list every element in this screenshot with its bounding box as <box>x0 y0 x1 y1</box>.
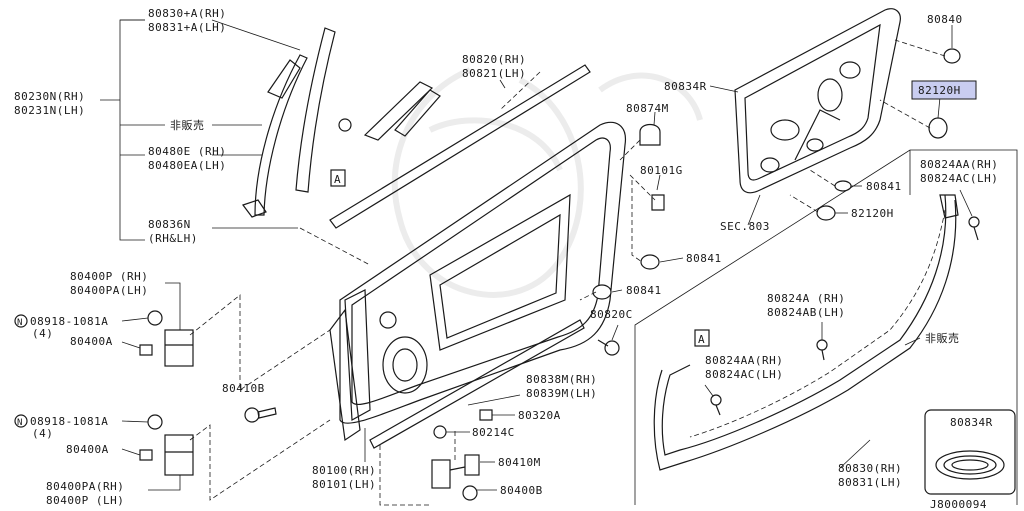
label-80824ac: 80824AC(LH) <box>920 172 998 185</box>
door-shell <box>329 121 627 442</box>
label-sec-803: SEC.803 <box>720 220 770 233</box>
middle-fasteners <box>433 123 665 439</box>
label-80400p-2: 80400P (LH) <box>46 494 124 507</box>
watermark-emblem <box>391 67 703 298</box>
label-80400a-1: 80400A <box>70 335 113 348</box>
label-80101g: 80101G <box>640 164 683 177</box>
n-circle-2 <box>14 414 28 428</box>
label-80100: 80100(RH) <box>312 464 376 477</box>
label-not-sold-2: 非販売 <box>925 332 960 345</box>
ref-box-a-1 <box>330 169 346 187</box>
highlighted-part-box <box>911 80 977 100</box>
label-80836: 80836N <box>148 218 191 231</box>
upper-hinge <box>139 310 194 367</box>
label-ref-a-1: A <box>334 173 341 186</box>
label-80841-b: 80841 <box>626 284 662 297</box>
label-ref-a-2: A <box>698 333 705 346</box>
label-80840: 80840 <box>927 13 963 26</box>
label-80820c: 80820C <box>590 308 633 321</box>
label-08918-b: 08918-1081A <box>30 415 108 428</box>
label-80839: 80839M(LH) <box>526 387 597 400</box>
weatherstrip-box <box>634 149 1018 505</box>
belt-moulding <box>329 64 591 229</box>
label-80320a: 80320A <box>518 409 561 422</box>
label-80841-c: 80841 <box>866 180 902 193</box>
label-circle-n-1: N <box>17 318 23 328</box>
inset-tape-box <box>924 409 1016 495</box>
label-80400pa-2: 80400PA(RH) <box>46 480 124 493</box>
window-sash-parts <box>242 27 441 218</box>
label-80821: 80821(LH) <box>462 67 526 80</box>
label-not-sold-1: 非販売 <box>170 119 205 132</box>
label-80830: 80830+A(RH) <box>148 7 226 20</box>
lower-moulding <box>369 319 585 449</box>
lower-hinge <box>139 414 194 476</box>
label-80824aa: 80824AA(RH) <box>920 158 998 171</box>
label-08918-a-qty: (4) <box>32 327 53 340</box>
label-80214c: 80214C <box>472 426 515 439</box>
label-80101: 80101(LH) <box>312 478 376 491</box>
label-80841-a: 80841 <box>686 252 722 265</box>
hinge-leaders <box>121 282 331 501</box>
label-80410b: 80410B <box>222 382 265 395</box>
label-80820: 80820(RH) <box>462 53 526 66</box>
label-80830-b: 80830(RH) <box>838 462 902 475</box>
label-80831-b: 80831(LH) <box>838 476 902 489</box>
label-80480e: 80480E (RH) <box>148 145 226 158</box>
label-80836-rhlh: (RH&LH) <box>148 232 198 245</box>
label-80824aa-2: 80824AA(RH) <box>705 354 783 367</box>
label-80831: 80831+A(LH) <box>148 21 226 34</box>
middle-dashed-leaders <box>299 71 684 506</box>
label-80230: 80230N(RH) <box>14 90 85 103</box>
label-82120h-highlight: 82120H <box>918 84 961 97</box>
n-circle-1 <box>14 314 28 328</box>
label-80400b: 80400B <box>500 484 543 497</box>
diagram-id: J8000094 <box>930 498 987 511</box>
label-80874: 80874M <box>626 102 669 115</box>
label-80824ac-2: 80824AC(LH) <box>705 368 783 381</box>
part-labels: 80830+A(RH) 80831+A(LH) 80230N(RH) 80231… <box>14 7 998 511</box>
label-82120h: 82120H <box>851 207 894 220</box>
left-bracket-leaders <box>100 19 301 241</box>
label-80400pa: 80400PA(LH) <box>70 284 148 297</box>
label-80231: 80231N(LH) <box>14 104 85 117</box>
label-08918-a: 08918-1081A <box>30 315 108 328</box>
label-08918-b-qty: (4) <box>32 427 53 440</box>
label-80410m: 80410M <box>498 456 541 469</box>
label-80824a: 80824A (RH) <box>767 292 845 305</box>
label-80834r-inset: 80834R <box>950 416 993 429</box>
label-80480ea: 80480EA(LH) <box>148 159 226 172</box>
label-80400p: 80400P (RH) <box>70 270 148 283</box>
door-check <box>431 454 480 501</box>
label-circle-n-2: N <box>17 418 23 428</box>
inner-panel-80834r <box>709 8 961 226</box>
bolt-80410b <box>244 407 277 423</box>
label-80400a-2: 80400A <box>66 443 109 456</box>
label-80824ab: 80824AB(LH) <box>767 306 845 319</box>
ref-box-a-2 <box>694 329 710 347</box>
label-80838: 80838M(RH) <box>526 373 597 386</box>
label-80834r: 80834R <box>664 80 707 93</box>
